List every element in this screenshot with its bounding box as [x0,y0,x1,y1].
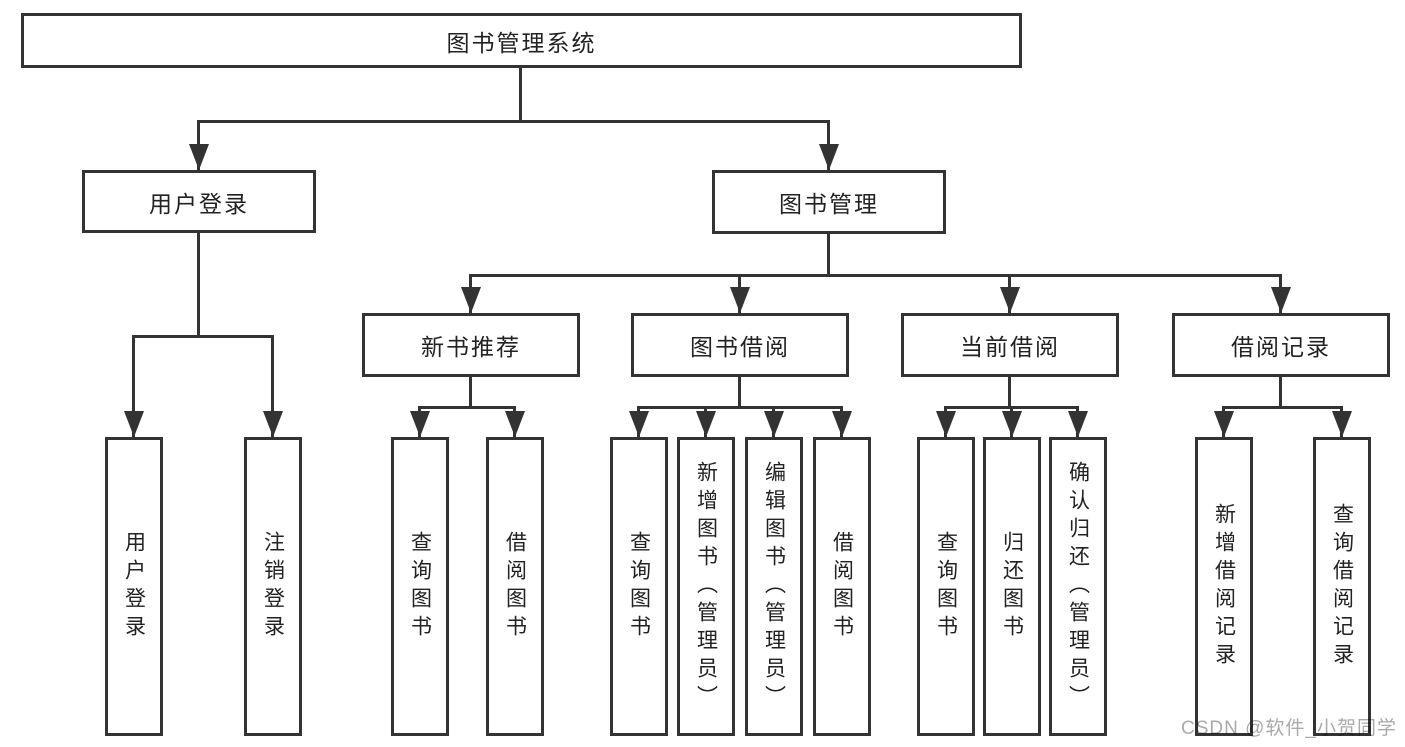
arrow-down-icon [764,411,784,437]
connector-bar [132,335,274,338]
csdn-watermark: CSDN @软件_小贺同学 [1181,718,1397,739]
node-borrowing-records: 借阅记录 [1172,313,1390,377]
leaf-label: 注销登录 [261,530,285,643]
leaf-label: 确认归还（管理员） [1066,460,1090,713]
node-root: 图书管理系统 [21,13,1022,68]
connector-level3-bar [469,274,1282,277]
leaf-add-borrow-record: 新增借阅记录 [1195,437,1253,736]
arrow-down-icon [936,411,956,437]
leaf-query-books-current: 查询图书 [917,437,975,736]
leaf-label: 借阅图书 [830,530,854,643]
arrow-down-icon [263,411,283,437]
arrow-down-icon [505,411,525,437]
leaf-label: 用户登录 [122,530,146,643]
leaf-query-books-borrowing: 查询图书 [610,437,668,736]
leaf-label: 查询图书 [627,530,651,643]
node-book-management: 图书管理 [712,170,946,234]
node-user-login: 用户登录 [82,170,316,233]
arrow-down-icon [730,287,750,313]
connector-stem [132,335,135,437]
node-current-borrowing: 当前借阅 [901,313,1119,377]
leaf-label: 新增借阅记录 [1212,502,1236,671]
arrow-down-icon [1332,411,1352,437]
connector-stem [1279,376,1282,409]
node-new-book-recommendation: 新书推荐 [362,313,580,377]
leaf-query-books-recommend: 查询图书 [391,437,449,736]
connector-stem [271,335,274,437]
leaf-label: 编辑图书（管理员） [762,460,786,713]
leaf-user-login: 用户登录 [105,437,163,736]
arrow-down-icon [189,144,209,170]
leaf-borrow-books: 借阅图书 [813,437,871,736]
leaf-label: 查询图书 [408,530,432,643]
arrow-down-icon [410,411,430,437]
leaf-add-books-admin: 新增图书（管理员） [677,437,735,736]
arrow-down-icon [1000,287,1020,313]
arrow-down-icon [1002,411,1022,437]
arrow-down-icon [696,411,716,437]
arrow-down-icon [461,287,481,313]
arrow-down-icon [819,144,839,170]
connector-bar [637,406,843,409]
leaf-borrow-books-recommend: 借阅图书 [486,437,544,736]
connector-stem [1008,376,1011,409]
leaf-label: 借阅图书 [503,530,527,643]
leaf-edit-books-admin: 编辑图书（管理员） [745,437,803,736]
arrow-down-icon [1214,411,1234,437]
connector-stem [827,233,830,277]
arrow-down-icon [629,411,649,437]
arrow-down-icon [124,411,144,437]
connector-stem [469,376,472,409]
connector-root-stem [519,68,522,123]
arrow-down-icon [832,411,852,437]
node-book-borrowing: 图书借阅 [631,313,849,377]
leaf-confirm-return-admin: 确认归还（管理员） [1049,437,1107,736]
connector-bar [418,406,516,409]
arrow-down-icon [1068,411,1088,437]
connector-stem [197,232,200,338]
leaf-label: 查询借阅记录 [1330,502,1354,671]
arrow-down-icon [1271,287,1291,313]
connector-bar [1222,406,1343,409]
leaf-label: 归还图书 [1000,530,1024,643]
leaf-label: 新增图书（管理员） [694,460,718,713]
leaf-label: 查询图书 [934,530,958,643]
connector-level2-bar [197,120,830,123]
leaf-query-borrow-record: 查询借阅记录 [1313,437,1371,736]
leaf-logout: 注销登录 [244,437,302,736]
leaf-return-books: 归还图书 [983,437,1041,736]
connector-stem [738,376,741,409]
